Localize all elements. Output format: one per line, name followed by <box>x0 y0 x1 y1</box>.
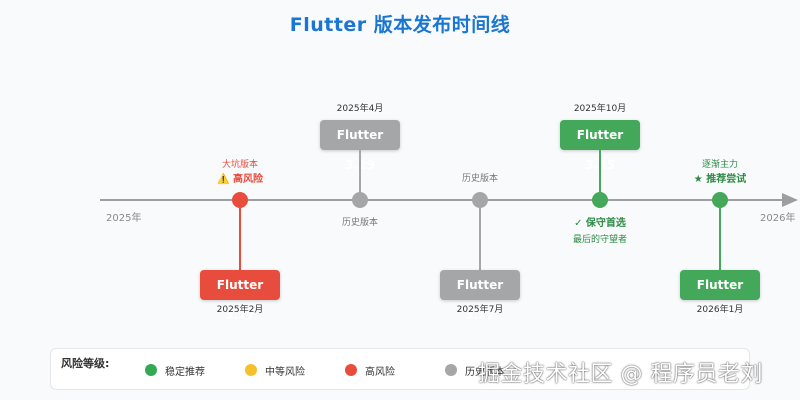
milestone-329-date: 2025年4月 <box>336 104 384 114</box>
legend-label: 历史版本 <box>465 367 505 378</box>
milestone-327-dot[interactable] <box>232 192 248 208</box>
legend-dot-icon <box>245 364 257 376</box>
legend-dot-icon <box>345 364 357 376</box>
milestone-335-subnote: 最后的守望者 <box>572 235 627 245</box>
timeline-axis <box>100 199 788 201</box>
milestone-338-dot[interactable] <box>712 192 728 208</box>
milestone-338-date: 2026年1月 <box>696 305 744 315</box>
milestone-338-note: 逐渐主力 <box>701 160 738 170</box>
milestone-327-date: 2025年2月 <box>216 305 264 315</box>
milestone-335-box[interactable]: Flutter 3.35 <box>560 120 640 172</box>
milestone-329-note: 历史版本 <box>341 218 378 228</box>
legend-title: 风险等级: <box>61 357 110 370</box>
milestone-335-dot[interactable] <box>592 192 608 208</box>
legend-label: 高风险 <box>365 367 395 378</box>
milestone-327-box[interactable]: Flutter 3.27 <box>200 270 280 322</box>
milestone-338-badge: ★ 推荐尝试 <box>693 174 747 185</box>
milestone-338-stem <box>719 208 721 270</box>
milestone-332-stem <box>479 208 481 270</box>
legend-dot-icon <box>445 364 457 376</box>
legend: 风险等级: 稳定推荐 中等风险 高风险 历史版本 <box>50 348 750 390</box>
milestone-329-dot[interactable] <box>352 192 368 208</box>
legend-label: 中等风险 <box>265 367 305 378</box>
page-title: Flutter 版本发布时间线 <box>289 14 511 36</box>
milestone-327-note: 大坑版本 <box>221 160 258 170</box>
axis-end-label: 2026年 <box>760 213 796 224</box>
milestone-329-box[interactable]: Flutter 3.29 <box>320 120 400 172</box>
milestone-338-box[interactable]: Flutter 3.38 <box>680 270 760 322</box>
milestone-335-date: 2025年10月 <box>573 104 627 114</box>
timeline-arrow-icon <box>782 193 798 207</box>
watermark: 掘金技术社区 @ 程序员老刘 <box>478 362 763 387</box>
legend-dot-icon <box>145 364 157 376</box>
milestone-332-box[interactable]: Flutter 3.32 <box>440 270 520 322</box>
axis-start-label: 2025年 <box>106 213 142 224</box>
milestone-329-stem <box>359 150 361 194</box>
milestone-335-stem <box>599 150 601 194</box>
milestone-327-stem <box>239 208 241 270</box>
milestone-332-note: 历史版本 <box>461 174 498 184</box>
milestone-327-risk: ⚠️ 高风险 <box>217 174 263 185</box>
legend-label: 稳定推荐 <box>165 367 205 378</box>
milestone-332-dot[interactable] <box>472 192 488 208</box>
milestone-335-badge: ✓ 保守首选 <box>574 218 626 229</box>
milestone-332-date: 2025年7月 <box>456 305 504 315</box>
